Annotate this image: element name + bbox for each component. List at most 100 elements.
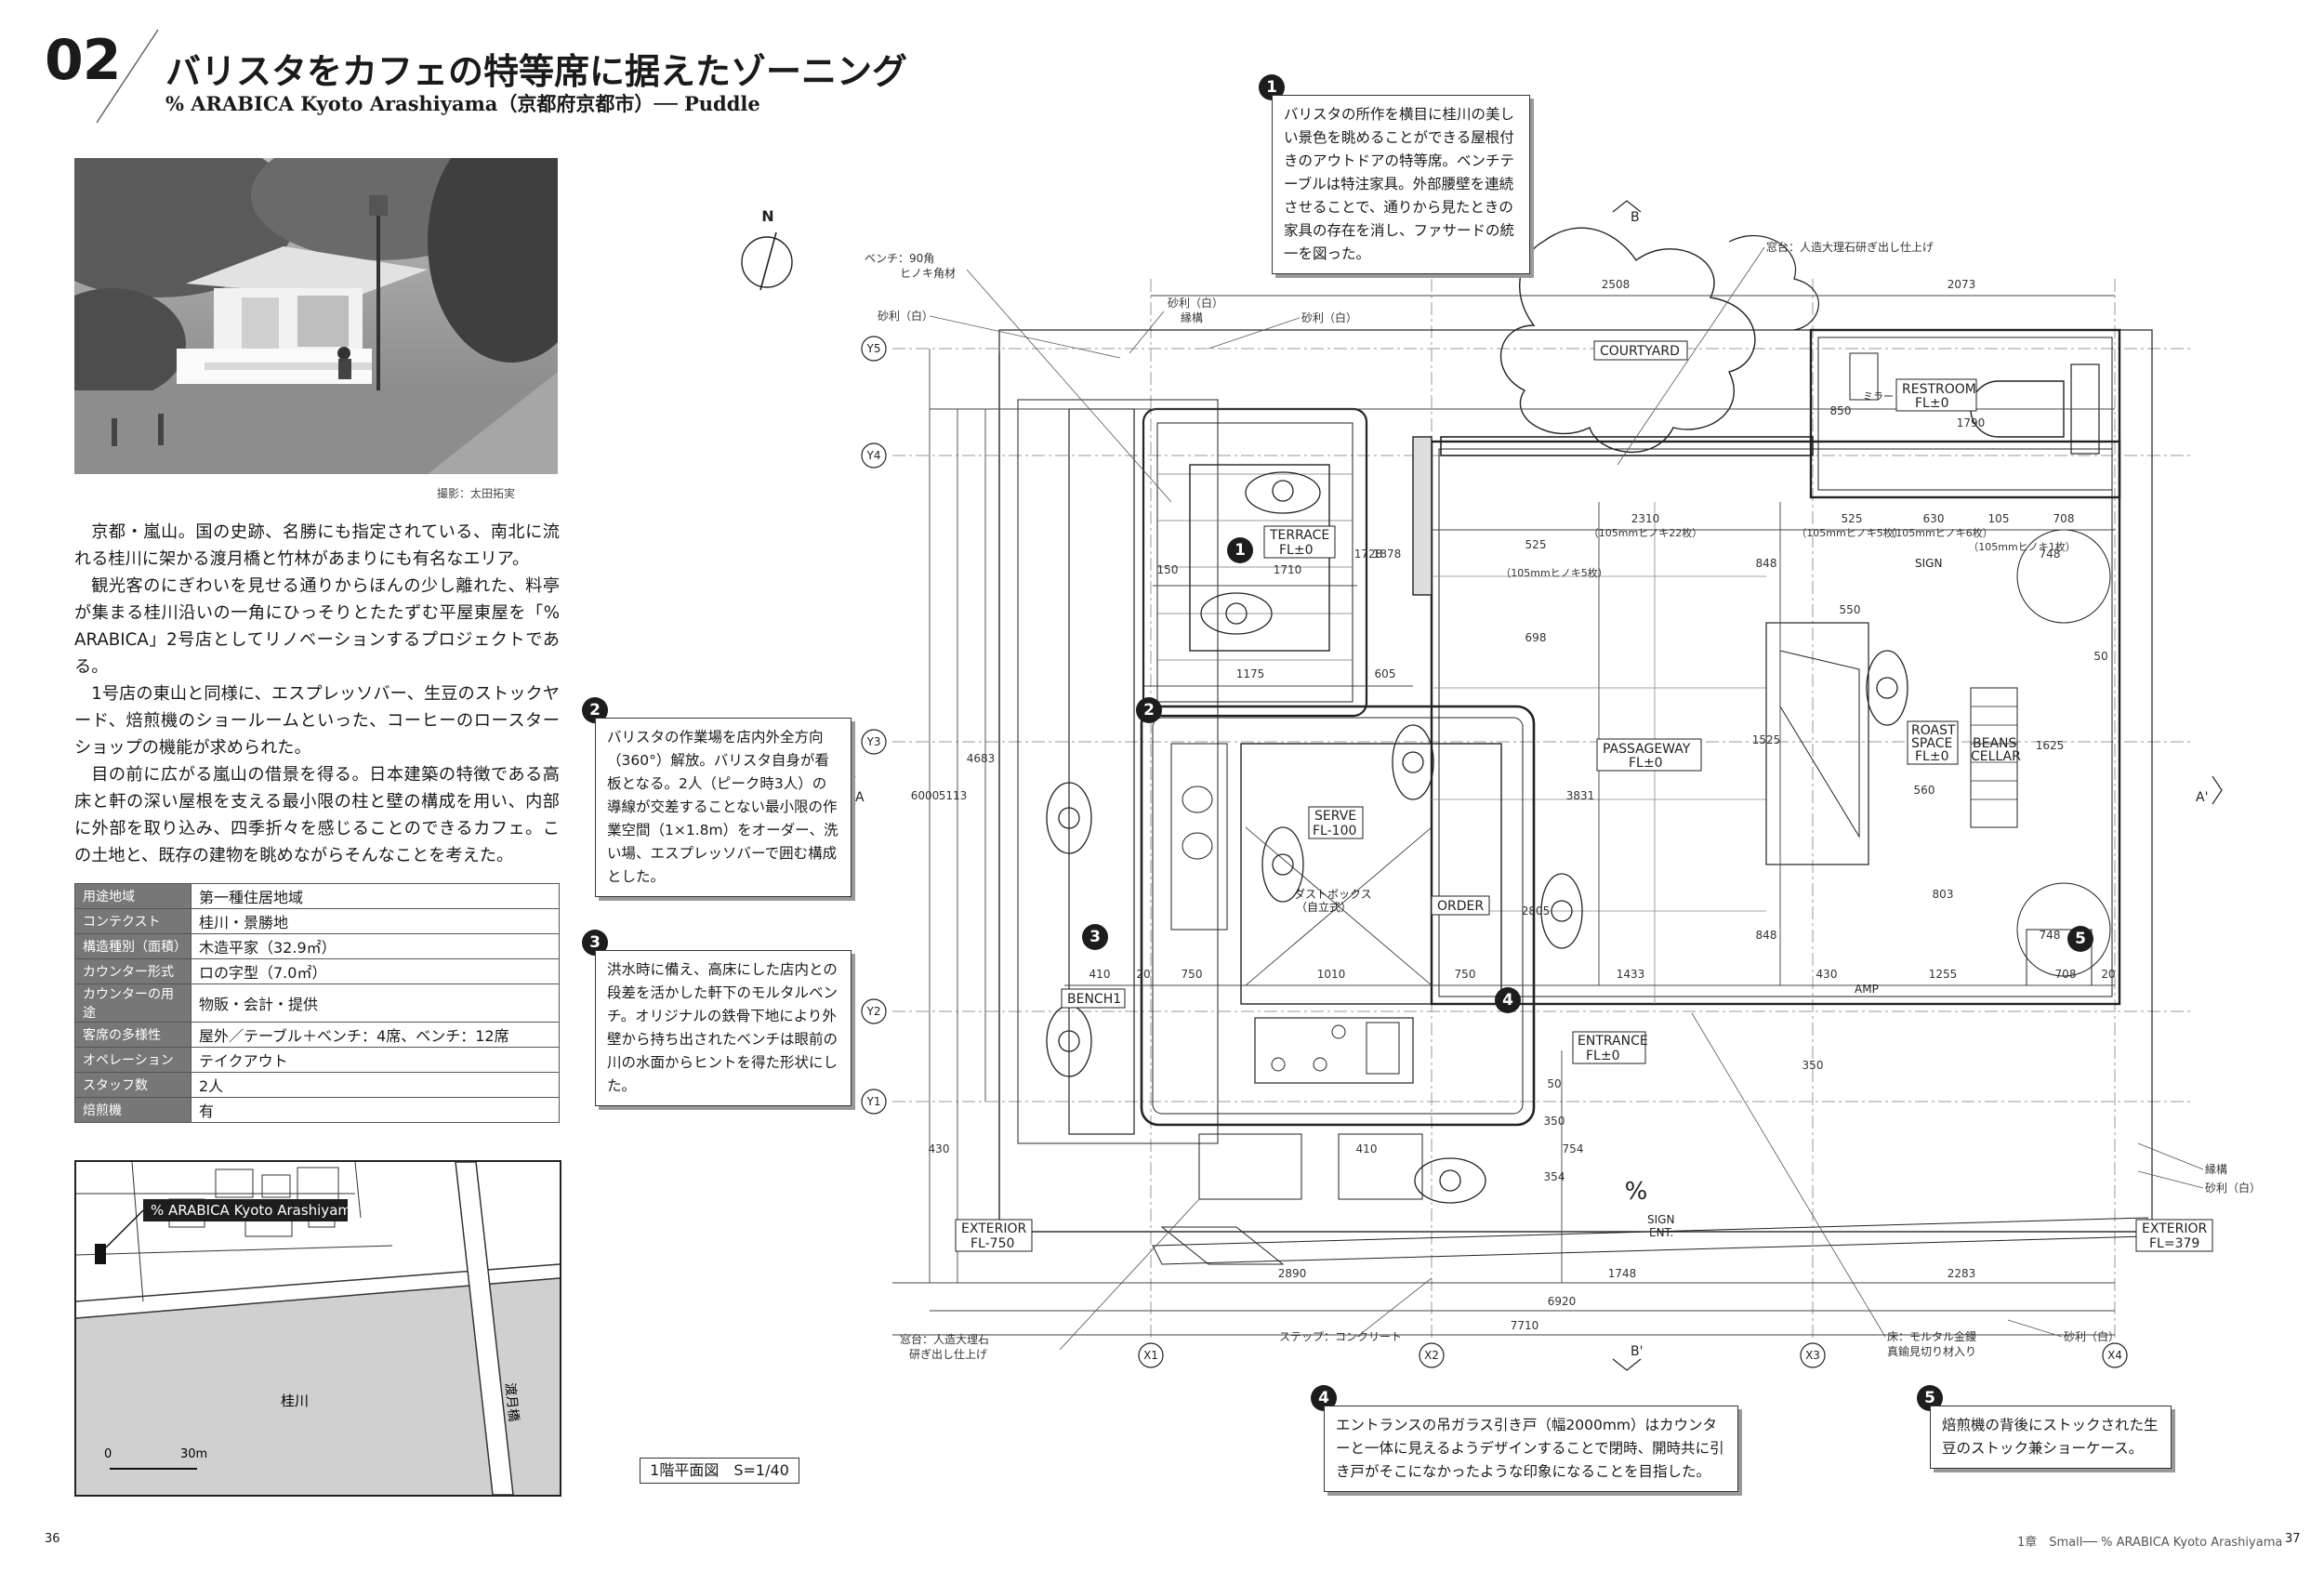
note-floor-2: 真鍮見切り材入り — [1887, 1344, 1976, 1358]
callout-2: バリスタの作業場を店内外全方向（360°）解放。バリスタ自身が看板となる。2人（… — [595, 718, 852, 897]
section-mark-b2: B' — [1631, 1344, 1643, 1359]
location-map-drawing: % ARABICA Kyoto Arashiyama 桂川 渡月橋 0 30m — [76, 1162, 560, 1495]
exterior-photo-image — [74, 158, 558, 474]
grid-label: Y5 — [866, 342, 881, 355]
dim: （105mmヒノキ5枚） — [1500, 566, 1607, 579]
dim: 708 — [2053, 512, 2075, 525]
table-row: オペレーションテイクアウト — [74, 1047, 560, 1073]
mirror-label: ミラー — [1863, 390, 1894, 403]
room-beans: BEANS — [1973, 736, 2017, 751]
plan-marker-3: 3 — [1082, 924, 1108, 950]
dim: 430 — [929, 1142, 950, 1155]
map-scale-zero: 0 — [104, 1447, 112, 1461]
section-mark-a: A — [855, 790, 865, 805]
dim: 848 — [1756, 557, 1777, 570]
note-step: ステップ：コンクリート — [1279, 1330, 1402, 1343]
dim: 748 — [2040, 548, 2061, 561]
spec-value: 有 — [191, 1097, 560, 1123]
room-restroom: RESTROOM — [1902, 382, 1976, 397]
page-number-right: 37 — [2285, 1532, 2301, 1546]
dim: 748 — [2040, 929, 2061, 942]
grid-bubble — [1138, 1342, 1164, 1368]
grid-bubble — [2102, 1342, 2128, 1368]
room-space: SPACE — [1911, 736, 1952, 751]
map-bridge-label: 渡月橋 — [502, 1382, 521, 1422]
room-entrance: ENTRANCE — [1578, 1034, 1648, 1049]
dim: 2073 — [1948, 278, 1976, 291]
table-row: 用途地域第一種住居地域 — [74, 883, 560, 909]
dim: 410 — [1356, 1142, 1378, 1155]
note-gravel-bottom-right: 砂利（白） — [2064, 1329, 2119, 1343]
room-entrance-fl: FL±0 — [1586, 1049, 1620, 1063]
spec-value: 屋外／テーブル＋ベンチ：4席、ベンチ：12席 — [191, 1022, 560, 1048]
dim: 350 — [1802, 1059, 1824, 1072]
room-serve: SERVE — [1314, 809, 1356, 824]
callout-1: バリスタの所作を横目に桂川の美しい景色を眺めることができる屋根付きのアウトドアの… — [1272, 95, 1530, 274]
dim: 1255 — [1929, 968, 1958, 981]
callout-3: 洪水時に備え、高床にした店内との段差を活かした軒下のモルタルベンチ。オリジナルの… — [595, 950, 852, 1106]
ent-label: ENT. — [1649, 1226, 1673, 1239]
plan-marker-4: 4 — [1495, 987, 1521, 1013]
spec-value: ロの字型（7.0㎡） — [191, 958, 560, 984]
room-cellar: CELLAR — [1971, 749, 2021, 764]
room-passageway: PASSAGEWAY — [1603, 742, 1691, 757]
dim: 350 — [1544, 1115, 1565, 1128]
running-footer: 1章 Small── % ARABICA Kyoto Arashiyama — [2017, 1536, 2283, 1550]
dim: 6920 — [1548, 1295, 1577, 1308]
spec-value: 桂川・景勝地 — [191, 908, 560, 934]
north-label: N — [761, 207, 773, 225]
table-row: カウンターの用途物販・会計・提供 — [74, 984, 560, 1023]
dim: 5113 — [939, 789, 968, 802]
dim: 7710 — [1511, 1319, 1539, 1332]
plan-scale: 1階平面図 S=1/40 — [640, 1458, 799, 1484]
exterior-right-fl: FL=379 — [2149, 1236, 2199, 1251]
page-number-left: 36 — [45, 1532, 60, 1546]
page-title: バリスタをカフェの特等席に据えたゾーニング — [165, 51, 908, 92]
exterior-right: EXTERIOR — [2142, 1221, 2207, 1236]
dim: 354 — [1544, 1170, 1565, 1183]
location-map: % ARABICA Kyoto Arashiyama 桂川 渡月橋 0 30m — [74, 1160, 561, 1497]
dim: 560 — [1914, 784, 1935, 797]
exterior-left-fl: FL-750 — [971, 1236, 1014, 1251]
dim: 1010 — [1317, 968, 1346, 981]
note-bench-2: ヒノキ角材 — [900, 267, 956, 280]
grid-label: Y3 — [866, 735, 881, 748]
dim: 20 — [2101, 968, 2115, 981]
table-row: カウンター形式ロの字型（7.0㎡） — [74, 958, 560, 984]
dim: 630 — [1923, 512, 1945, 525]
room-courtyard: COURTYARD — [1600, 344, 1680, 359]
note-gravel-3: 砂利（白） — [1301, 310, 1357, 324]
note-window-b2: 研ぎ出し仕上げ — [909, 1348, 987, 1361]
dim: （105mmヒノキ5枚） — [1796, 526, 1903, 539]
logo-mark: % — [1625, 1178, 1648, 1206]
room-terrace: TERRACE — [1269, 528, 1329, 543]
body-paragraph: 1号店の東山と同様に、エスプレッソバー、生豆のストックヤード、焙煎機のショールー… — [74, 684, 560, 758]
dim: 50 — [1547, 1077, 1561, 1090]
spec-key: 客席の多様性 — [74, 1022, 191, 1048]
dim: 1878 — [1373, 548, 1402, 561]
room-restroom-fl: FL±0 — [1915, 396, 1949, 411]
spec-key: スタッフ数 — [74, 1072, 191, 1098]
note-gravel-2: 砂利（白） — [1168, 296, 1223, 310]
map-river-label: 桂川 — [281, 1393, 309, 1409]
grid-label: X3 — [1805, 1349, 1820, 1362]
sign-ent-label: SIGN — [1647, 1213, 1674, 1226]
callout-5: 焙煎機の背後にストックされた生豆のストック兼ショーケース。 — [1930, 1406, 2172, 1469]
dim: 850 — [1830, 404, 1852, 417]
dim: 803 — [1933, 888, 1954, 901]
spec-key: 用途地域 — [74, 883, 191, 909]
map-shop-label: % ARABICA Kyoto Arashiyama — [151, 1202, 360, 1219]
spec-value: 物販・会計・提供 — [191, 984, 560, 1023]
grid-label: Y2 — [866, 1005, 881, 1018]
dim: 750 — [1455, 968, 1476, 981]
note-window: 窓台：人造大理石研ぎ出し仕上げ — [1766, 240, 1934, 254]
dim: 525 — [1842, 512, 1863, 525]
grid-bubble — [861, 998, 887, 1024]
spec-key: 焙煎機 — [74, 1097, 191, 1123]
room-order: ORDER — [1437, 899, 1484, 914]
map-scale-30: 30m — [180, 1447, 207, 1461]
grid-label: X1 — [1143, 1349, 1158, 1362]
dim: 750 — [1182, 968, 1203, 981]
dim: 410 — [1089, 968, 1111, 981]
